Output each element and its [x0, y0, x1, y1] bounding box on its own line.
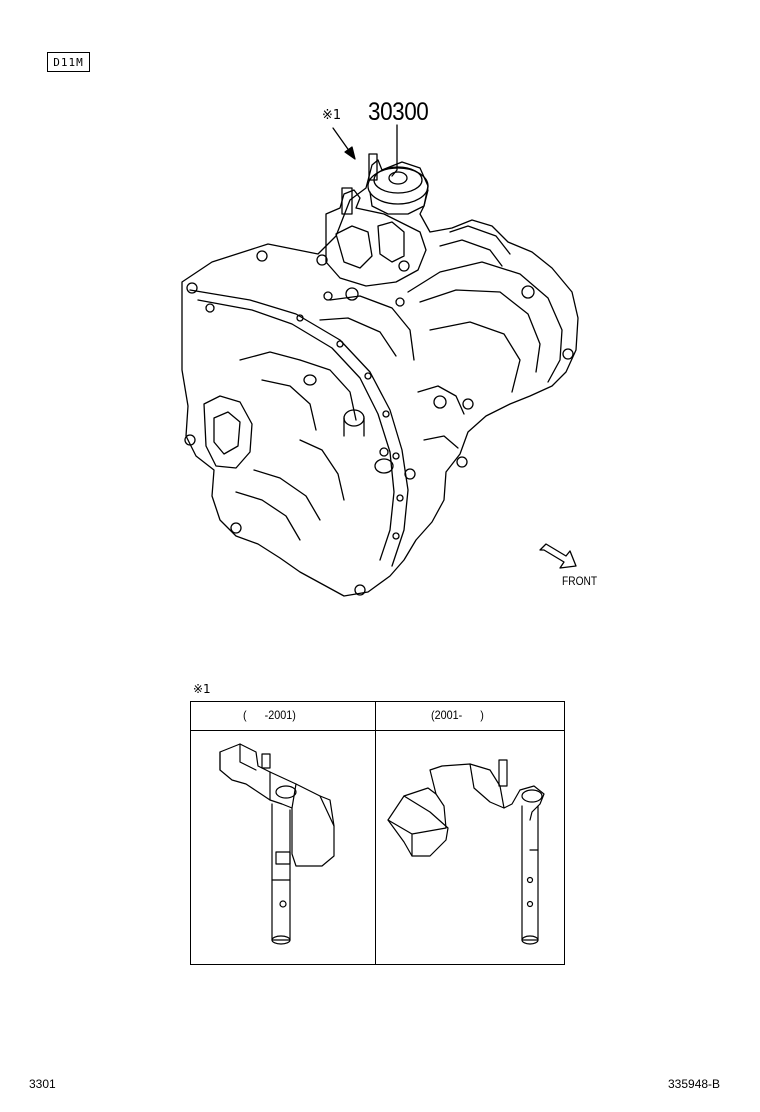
variant-header-early: ( -2001) [243, 708, 296, 722]
page-number: 3301 [29, 1077, 56, 1091]
model-code-box: D11M [47, 52, 90, 72]
model-code: D11M [53, 55, 84, 69]
reference-mark: ※1 [322, 108, 342, 123]
transaxle-assembly [181, 153, 579, 597]
variant-table: ( -2001) (2001- ) [190, 701, 565, 965]
variant-header-late: (2001- ) [431, 708, 484, 722]
shift-lever-late-variant [387, 759, 545, 945]
diagram-id: 335948-B [668, 1077, 721, 1091]
legend-reference-mark: ※1 [193, 682, 211, 696]
shift-lever-early-variant [219, 743, 335, 945]
column-divider [375, 702, 376, 964]
variant-table-header [191, 702, 564, 731]
front-arrow [539, 543, 577, 569]
leader-line [391, 124, 398, 177]
front-label: FRONT [562, 574, 598, 588]
callout-arrow [332, 127, 356, 160]
part-number[interactable]: 30300 [368, 98, 429, 126]
